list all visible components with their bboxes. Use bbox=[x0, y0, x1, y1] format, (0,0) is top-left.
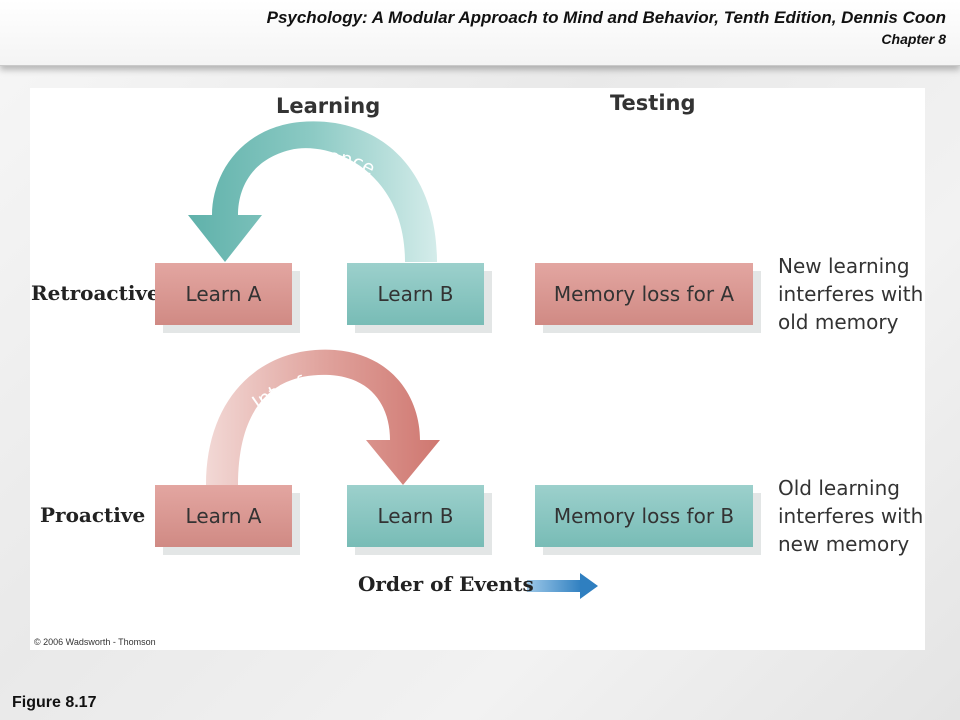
pro-note-line: new memory bbox=[778, 532, 910, 556]
book-title: Psychology: A Modular Approach to Mind a… bbox=[266, 8, 946, 27]
retro-note-line: interferes with bbox=[778, 282, 924, 306]
retro-memory-loss-box: Memory loss for A bbox=[535, 263, 753, 325]
retro-note-line: old memory bbox=[778, 310, 899, 334]
pro-note-line: Old learning bbox=[778, 476, 900, 500]
row-label-proactive: Proactive bbox=[40, 503, 146, 527]
retro-learn-a-box: Learn A bbox=[155, 263, 292, 325]
pro-learn-a-box: Learn A bbox=[155, 485, 292, 547]
pro-note: Old learning interferes with new memory bbox=[778, 474, 923, 558]
pro-memory-loss-box: Memory loss for B bbox=[535, 485, 753, 547]
slide-header: Psychology: A Modular Approach to Mind a… bbox=[0, 0, 960, 66]
column-learning: Learning bbox=[276, 94, 381, 118]
curved-arrow-left-icon bbox=[188, 121, 437, 262]
retro-note-line: New learning bbox=[778, 254, 910, 278]
right-arrow-icon bbox=[527, 573, 598, 599]
chapter-label: Chapter 8 bbox=[881, 31, 946, 47]
row-label-retroactive: Retroactive bbox=[31, 281, 160, 305]
figure-label: Figure 8.17 bbox=[12, 694, 97, 711]
pro-learn-b-box: Learn B bbox=[347, 485, 484, 547]
curved-arrow-right-icon bbox=[206, 349, 440, 485]
order-of-events-label: Order of Events bbox=[358, 572, 534, 596]
column-testing: Testing bbox=[610, 91, 696, 115]
retro-learn-b-box: Learn B bbox=[347, 263, 484, 325]
pro-note-line: interferes with bbox=[778, 504, 924, 528]
retro-note: New learning interferes with old memory bbox=[778, 252, 923, 336]
figure-panel bbox=[30, 88, 925, 650]
copyright-notice: © 2006 Wadsworth - Thomson bbox=[34, 637, 156, 647]
